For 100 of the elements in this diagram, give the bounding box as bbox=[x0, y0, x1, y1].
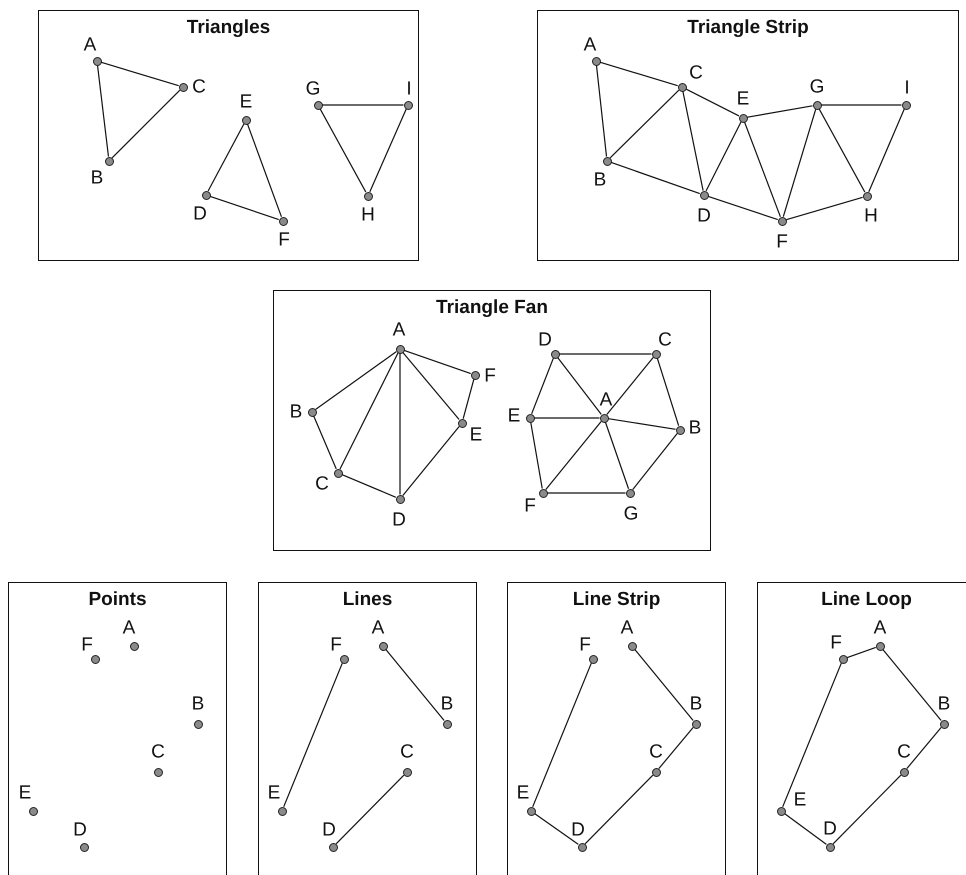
vertex-dot bbox=[550, 350, 560, 358]
vertex-label: B bbox=[688, 418, 702, 438]
edge-line bbox=[402, 352, 460, 420]
edge-line bbox=[744, 122, 781, 217]
vertex-label: C bbox=[897, 742, 911, 762]
edge-line bbox=[708, 196, 778, 220]
edge-line bbox=[534, 813, 579, 845]
edge-line bbox=[112, 90, 180, 158]
vertex-label: F bbox=[330, 636, 342, 654]
vertex-dot bbox=[578, 842, 586, 852]
edge-line bbox=[385, 649, 445, 721]
edge-line bbox=[336, 774, 404, 844]
vertex-dot bbox=[334, 468, 342, 478]
vertex-label: G bbox=[624, 504, 638, 524]
vertex-dot bbox=[278, 216, 288, 226]
vertex-dot bbox=[28, 806, 38, 816]
edge-line bbox=[532, 662, 592, 808]
edge-line bbox=[706, 122, 742, 192]
vertex-label: C bbox=[658, 330, 672, 350]
vertex-label: E bbox=[516, 784, 530, 802]
vertex-label: C bbox=[151, 742, 165, 762]
edge-line bbox=[782, 109, 816, 217]
vertex-label: D bbox=[538, 330, 552, 350]
vertex-label: E bbox=[268, 784, 280, 802]
vertex-label: E bbox=[18, 784, 32, 802]
edge-line bbox=[584, 774, 654, 844]
edge-line bbox=[600, 62, 678, 86]
edge-line bbox=[246, 124, 282, 217]
vertex-label: E bbox=[470, 426, 482, 444]
vertex-label: A bbox=[874, 618, 886, 638]
panel-frame bbox=[258, 582, 477, 875]
panel-frame bbox=[8, 582, 227, 875]
vertex-dot bbox=[458, 418, 466, 428]
edge-line bbox=[560, 353, 652, 355]
vertex-label: D bbox=[193, 204, 207, 224]
edge-line bbox=[545, 421, 602, 490]
vertex-dot bbox=[738, 114, 748, 122]
panel-title: Lines bbox=[342, 589, 392, 611]
vertex-dot bbox=[396, 344, 404, 354]
vertex-dot bbox=[526, 806, 536, 816]
vertex-dot bbox=[364, 192, 372, 200]
panel-title: Triangle Fan bbox=[436, 297, 548, 319]
vertex-label: F bbox=[830, 634, 842, 652]
edge-line bbox=[342, 474, 396, 498]
vertex-dot bbox=[900, 768, 908, 776]
vertex-label: D bbox=[697, 206, 711, 226]
vertex-dot bbox=[278, 806, 286, 816]
vertex-dot bbox=[940, 720, 948, 728]
vertex-dot bbox=[902, 100, 910, 110]
vertex-label: F bbox=[524, 496, 536, 516]
vertex-dot bbox=[178, 82, 188, 92]
vertex-label: A bbox=[600, 390, 612, 410]
vertex-label: A bbox=[122, 618, 136, 638]
vertex-label: I bbox=[904, 78, 910, 98]
vertex-dot bbox=[652, 350, 660, 358]
vertex-dot bbox=[876, 642, 884, 650]
panel-frame bbox=[507, 582, 726, 875]
vertex-label: A bbox=[392, 320, 406, 340]
edge-line bbox=[596, 65, 608, 157]
edge-line bbox=[784, 813, 827, 845]
vertex-label: D bbox=[392, 510, 406, 530]
edge-line bbox=[548, 492, 626, 494]
panel-title: Triangles bbox=[186, 17, 270, 39]
edge-line bbox=[847, 646, 876, 658]
vertex-dot bbox=[588, 654, 598, 664]
panel-frame bbox=[273, 290, 711, 551]
vertex-dot bbox=[812, 100, 822, 110]
vertex-label: E bbox=[794, 790, 806, 810]
edge-line bbox=[283, 662, 343, 808]
vertex-dot bbox=[242, 116, 250, 124]
edge-line bbox=[632, 433, 678, 490]
vertex-label: F bbox=[484, 366, 496, 386]
edge-line bbox=[608, 418, 676, 430]
vertex-label: C bbox=[315, 474, 329, 494]
vertex-label: D bbox=[823, 820, 837, 838]
edge-line bbox=[658, 727, 694, 769]
edge-line bbox=[610, 90, 680, 158]
edge-line bbox=[606, 357, 654, 415]
vertex-dot bbox=[470, 370, 480, 380]
edge-line bbox=[322, 104, 404, 106]
edge-line bbox=[822, 104, 902, 106]
vertex-label: A bbox=[584, 36, 596, 54]
edge-line bbox=[101, 62, 179, 86]
vertex-dot bbox=[402, 768, 412, 776]
panel-title: Points bbox=[88, 589, 147, 611]
vertex-dot bbox=[676, 426, 684, 434]
edge-line bbox=[462, 379, 474, 419]
vertex-dot bbox=[838, 654, 848, 664]
edge-line bbox=[557, 357, 602, 415]
edge-line bbox=[534, 417, 600, 419]
edge-line bbox=[634, 649, 694, 721]
vertex-dot bbox=[378, 642, 388, 650]
vertex-dot bbox=[678, 82, 686, 92]
vertex-dot bbox=[202, 190, 210, 200]
edge-line bbox=[906, 727, 942, 769]
edge-line bbox=[399, 354, 401, 494]
vertex-label: E bbox=[240, 92, 252, 112]
vertex-label: C bbox=[400, 742, 414, 762]
edge-line bbox=[682, 91, 704, 191]
edge-line bbox=[882, 649, 942, 721]
